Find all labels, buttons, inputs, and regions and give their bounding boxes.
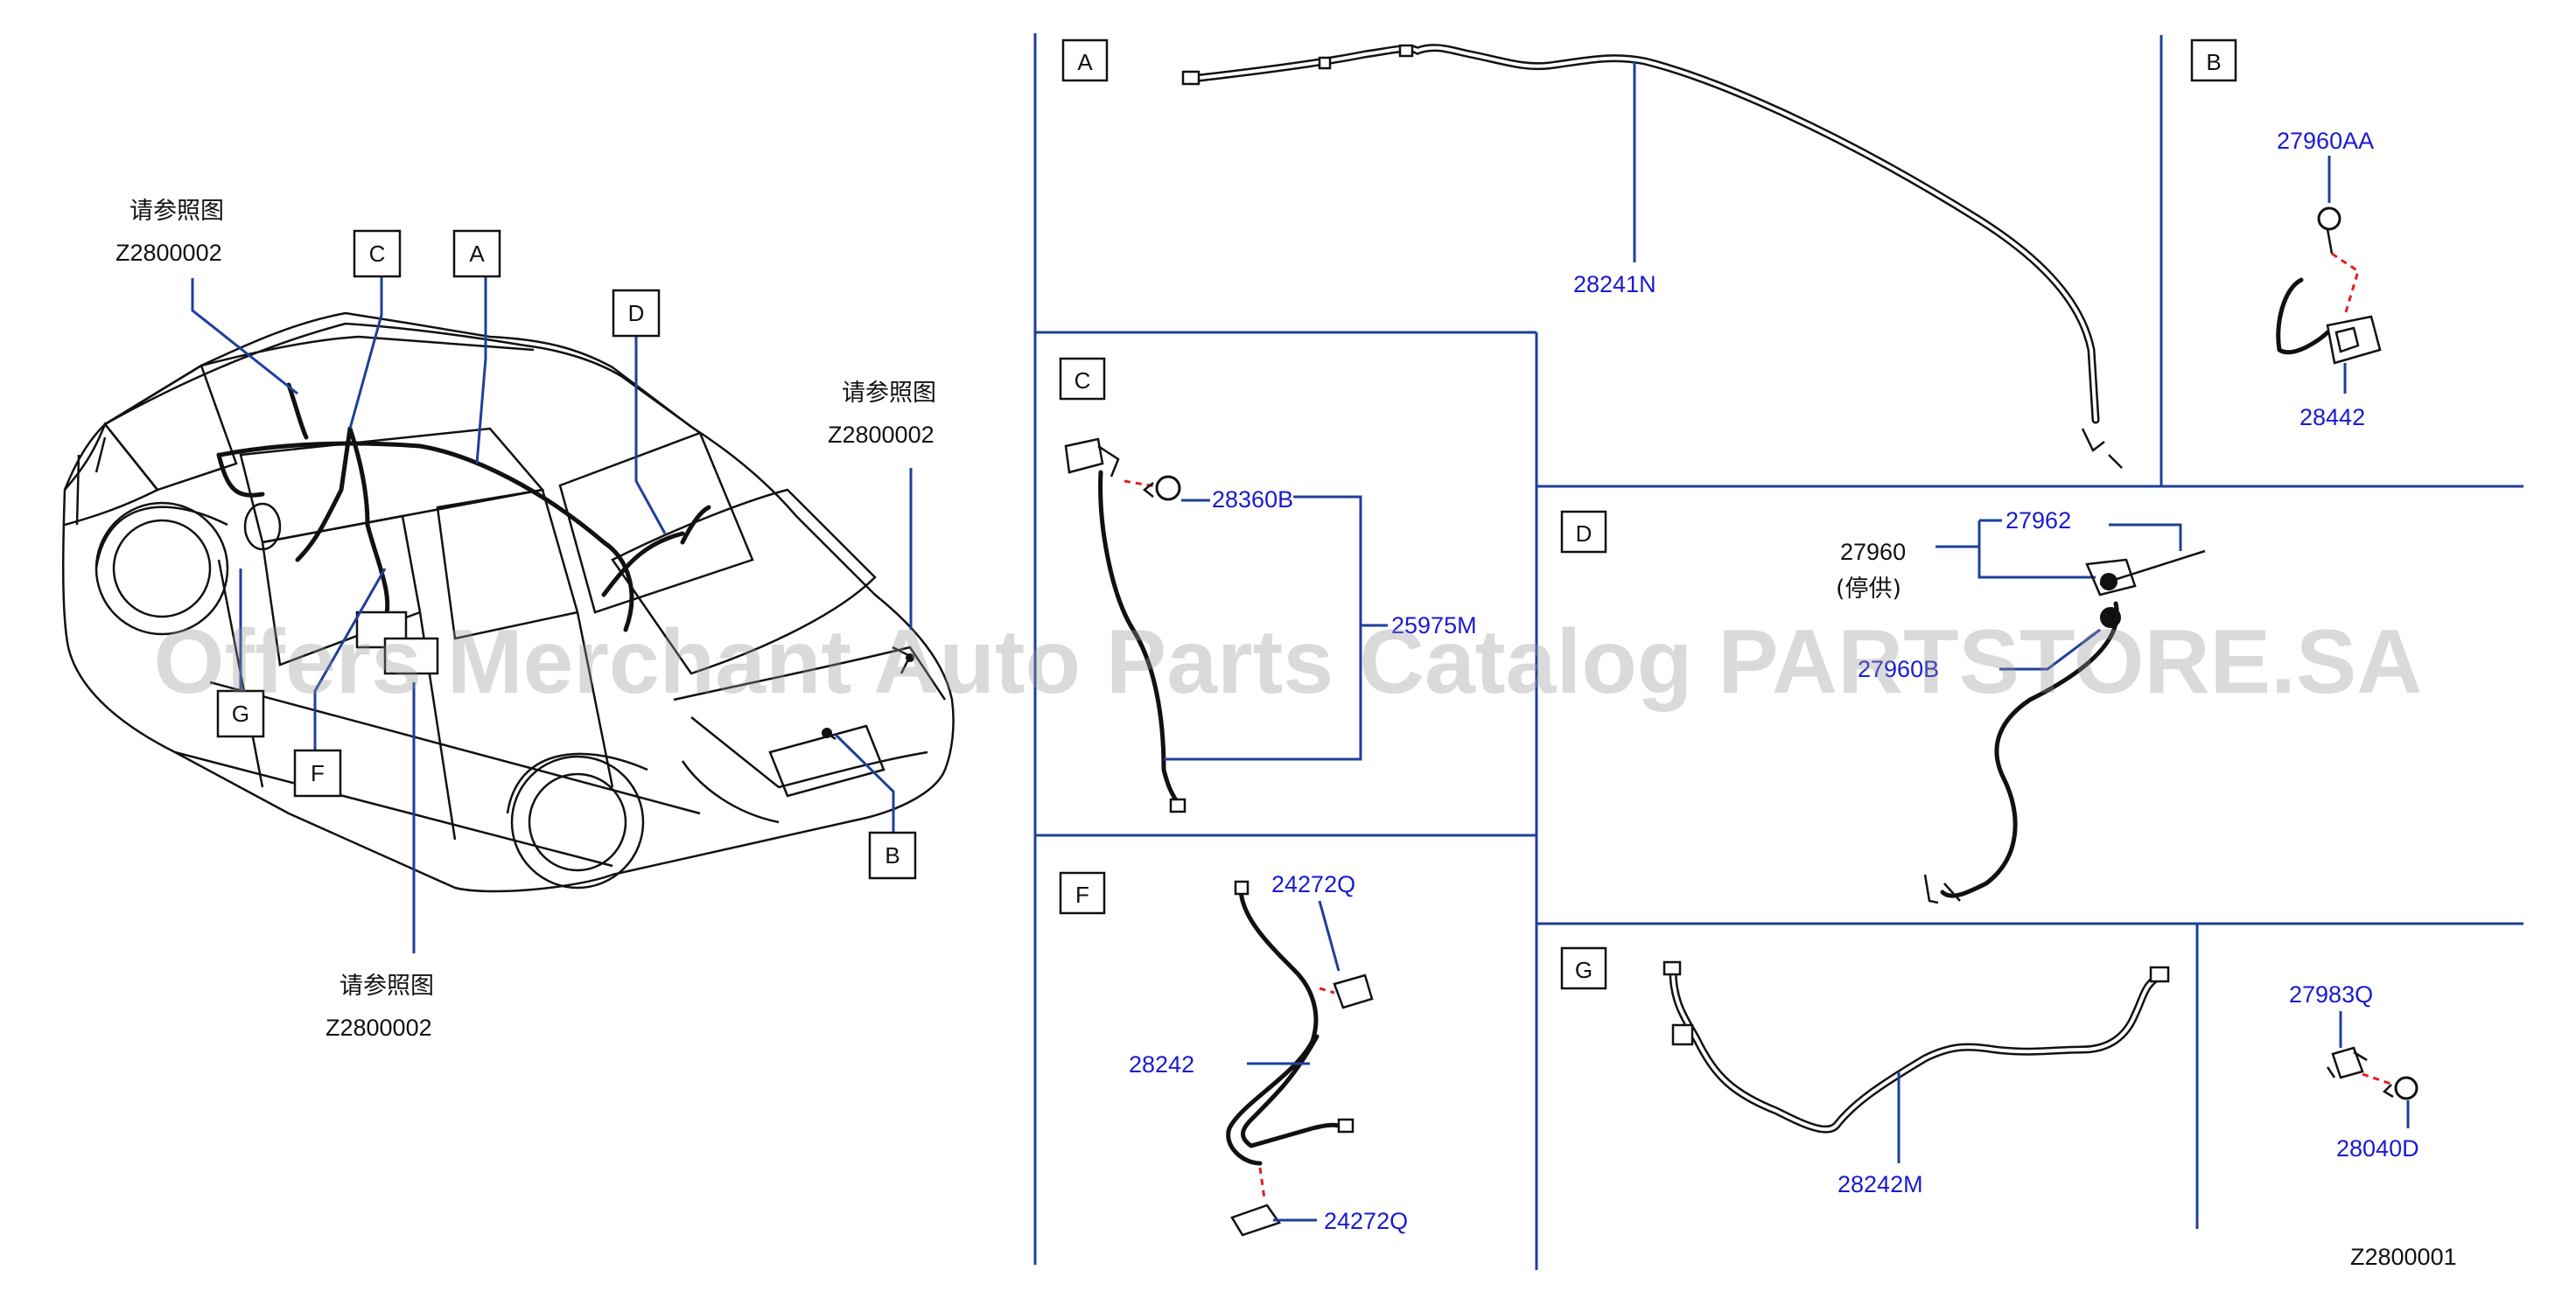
section-G: G 28242M <box>1560 946 2170 1197</box>
callout-F[interactable]: F <box>293 749 342 798</box>
ref-label-right: 请参照图 <box>842 380 936 407</box>
callout-label: C <box>369 241 386 267</box>
section-label-D: D <box>1576 520 1592 547</box>
part-28040D[interactable]: 28040D <box>2336 1135 2419 1162</box>
part-27962[interactable]: 27962 <box>2006 507 2071 534</box>
part-24272Q-bottom[interactable]: 24272Q <box>1324 1208 1408 1234</box>
part-27960[interactable]: 27960 <box>1840 539 1906 565</box>
car-overview-drawing <box>61 311 955 893</box>
panel-frames <box>1033 33 2524 1270</box>
section-label-C: C <box>1074 367 1091 394</box>
section-F: F 24272Q 28242 24272Q <box>1059 871 1408 1237</box>
callout-label: G <box>232 701 249 727</box>
callout-label: B <box>885 842 900 869</box>
section-label-G: G <box>1575 957 1592 983</box>
part-27960B[interactable]: 27960B <box>1858 656 1939 682</box>
section-label-F: F <box>1075 882 1089 908</box>
ref-code-bottom[interactable]: Z2800002 <box>326 1015 432 1041</box>
part-24272Q-top[interactable]: 24272Q <box>1271 871 1355 897</box>
part-28360B[interactable]: 28360B <box>1212 486 1293 513</box>
section-B: B 27960AA 28442 <box>2190 38 2382 430</box>
section-H: 27983Q 28040D <box>2289 981 2419 1162</box>
callout-D[interactable]: D <box>612 289 661 338</box>
section-label-A: A <box>1077 49 1093 75</box>
section-label-B: B <box>2206 49 2221 75</box>
section-C: C 28360B 25975M <box>1059 357 1477 813</box>
ref-label-bottom: 请参照图 <box>340 973 434 1000</box>
ref-label-top-left: 请参照图 <box>130 198 224 225</box>
part-25975M[interactable]: 25975M <box>1391 612 1477 639</box>
ref-code-right[interactable]: Z2800002 <box>828 422 934 448</box>
part-28241N[interactable]: 28241N <box>1573 271 1656 297</box>
section-A: A 28241N <box>1061 38 2123 469</box>
part-27960-note: (停供) <box>1836 576 1901 603</box>
watermark: Offers Merchant Auto Parts Catalog PARTS… <box>154 611 2423 713</box>
callout-C[interactable]: C <box>353 229 402 278</box>
callout-label: F <box>311 760 325 786</box>
diagram-code: Z2800001 <box>2350 1244 2457 1270</box>
callout-A[interactable]: A <box>452 229 501 278</box>
callout-G[interactable]: G <box>216 689 265 738</box>
callout-label: D <box>628 300 645 326</box>
part-28242[interactable]: 28242 <box>1129 1051 1194 1078</box>
callout-B[interactable]: B <box>868 831 917 880</box>
part-28442[interactable]: 28442 <box>2300 404 2365 430</box>
ref-code-top-left[interactable]: Z2800002 <box>116 240 222 266</box>
part-27960AA[interactable]: 27960AA <box>2277 128 2374 154</box>
callout-label: A <box>469 241 485 267</box>
part-27983Q[interactable]: 27983Q <box>2289 981 2373 1008</box>
part-28242M[interactable]: 28242M <box>1838 1171 1923 1197</box>
section-D: D 27960 (停供) 27962 27960B <box>1560 507 2206 904</box>
